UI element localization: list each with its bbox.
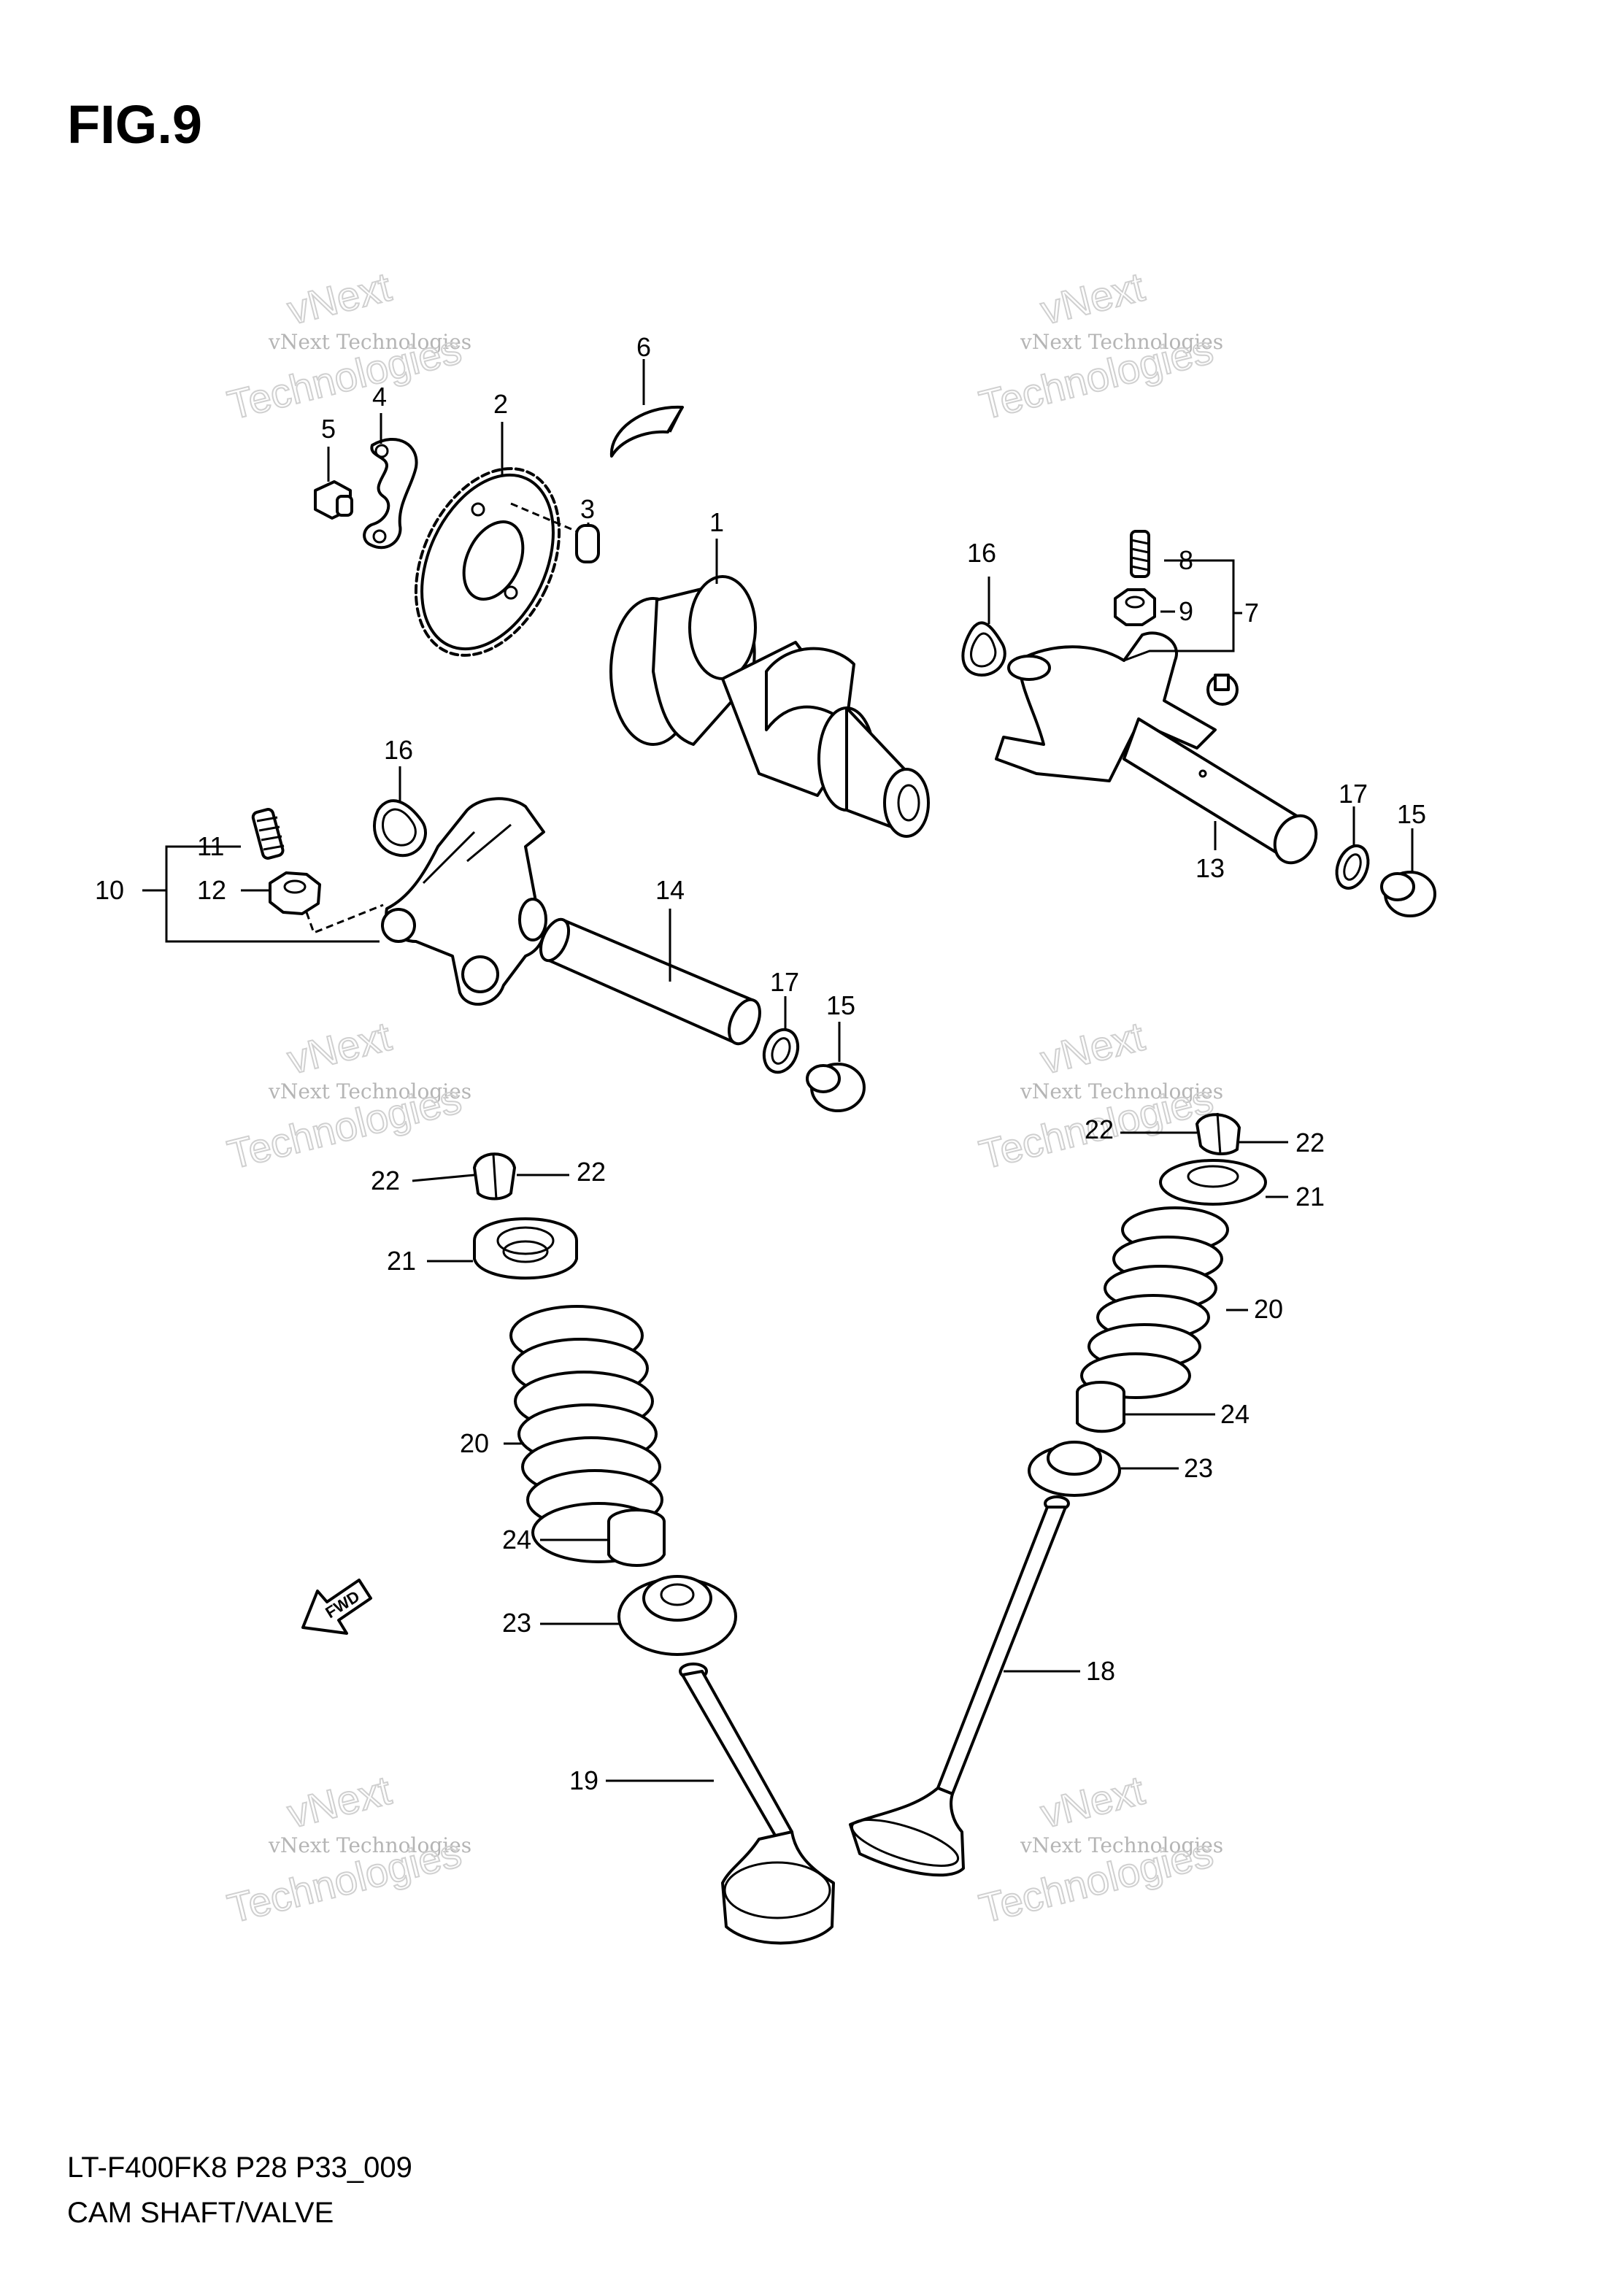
callout-10: 10: [95, 875, 124, 905]
fwd-arrow-icon: FWD: [301, 1579, 372, 1635]
watermark-small-text: vNext Technologies: [268, 1833, 471, 1857]
callout-2: 2: [493, 389, 508, 419]
callout-12: 12: [197, 875, 226, 905]
callout-16-left: 16: [384, 735, 413, 765]
part-5-bolt: [314, 480, 353, 520]
model-code-footer: LT-F400FK8 P28 P33_009: [67, 2151, 412, 2184]
callout-22-right-b: 22: [1295, 1128, 1325, 1157]
part-7-rocker-arm: [995, 631, 1239, 782]
callout-8: 8: [1179, 545, 1193, 575]
callout-23-left: 23: [502, 1608, 531, 1638]
callout-22-left-a: 22: [371, 1166, 400, 1195]
callout-22-left-b: 22: [577, 1157, 606, 1187]
watermark-top-right: vNext Technologies vNext Technologies: [974, 263, 1223, 429]
watermark-small-text: vNext Technologies: [268, 1079, 471, 1103]
part-23-spring-seat-right: [1028, 1441, 1121, 1497]
part-3-dowel-pin: [510, 502, 600, 563]
watermark-word: vNext: [1036, 263, 1150, 334]
callout-21-left: 21: [387, 1246, 416, 1276]
part-15-plug-left: [806, 1063, 866, 1112]
part-11-adjusting-screw: [251, 808, 285, 860]
watermark-bottom-left: vNext Technologies vNext Technologies: [223, 1766, 471, 1933]
part-18-exhaust-valve: [849, 1495, 1070, 1877]
part-10-rocker-arm: [381, 797, 547, 1006]
part-16-o-ring-left: [373, 799, 427, 858]
watermark-mid-left: vNext Technologies vNext Technologies: [223, 1012, 471, 1179]
callout-18: 18: [1086, 1656, 1115, 1686]
callout-13: 13: [1195, 853, 1225, 883]
callout-7: 7: [1244, 598, 1259, 628]
part-22-cotter-left: [473, 1152, 516, 1201]
callout-22-right-a: 22: [1085, 1114, 1114, 1144]
callout-20-left: 20: [460, 1428, 489, 1458]
part-13-rocker-shaft: [1123, 717, 1318, 865]
part-6-c-ring: [609, 405, 684, 458]
callout-21-right: 21: [1295, 1182, 1325, 1211]
watermark-small-text: vNext Technologies: [1020, 330, 1223, 354]
part-24-stem-seal-left: [607, 1509, 666, 1567]
part-17-o-ring-left: [762, 1028, 800, 1074]
part-22-cotter-right: [1195, 1112, 1241, 1155]
callout-23-right: 23: [1184, 1453, 1213, 1483]
part-19-intake-valve: [679, 1663, 835, 1945]
part-1-camshaft: [609, 575, 930, 838]
watermark-bottom-right: vNext Technologies vNext Technologies: [974, 1766, 1223, 1933]
callout-17-right: 17: [1339, 779, 1368, 809]
watermark-word: vNext: [1036, 1013, 1150, 1083]
callout-11: 11: [197, 831, 224, 861]
watermark-word: vNext: [283, 1767, 396, 1837]
callout-24-right: 24: [1220, 1399, 1250, 1429]
callout-4: 4: [372, 382, 387, 412]
part-15-plug-right: [1380, 871, 1436, 917]
callout-16-right: 16: [967, 538, 996, 568]
callout-3: 3: [580, 494, 595, 524]
watermark-small-text: vNext Technologies: [1020, 1833, 1223, 1857]
watermark-word: vNext: [283, 1013, 396, 1083]
part-14-rocker-shaft: [539, 917, 761, 1046]
part-9-lock-nut: [1114, 588, 1156, 626]
callout-6: 6: [636, 332, 651, 362]
callout-14: 14: [655, 875, 685, 905]
watermark-small-text: vNext Technologies: [268, 330, 471, 354]
part-21-retainer-left: [473, 1217, 578, 1280]
callout-labels: 6 4 2 5 3 1 16 8 9 7 13 17 15 16 11 10 1…: [95, 332, 1426, 1795]
callout-15-left: 15: [826, 990, 855, 1020]
section-name-footer: CAM SHAFT/VALVE: [67, 2197, 334, 2229]
part-21-retainer-right: [1159, 1159, 1267, 1206]
callout-1: 1: [709, 507, 724, 537]
callout-24-left: 24: [502, 1525, 531, 1555]
callout-5: 5: [321, 414, 336, 444]
part-23-spring-seat-left: [617, 1575, 737, 1656]
figure-title: FIG.9: [67, 94, 203, 155]
part-4-lock-plate: [363, 437, 418, 550]
part-17-o-ring-right: [1335, 844, 1370, 890]
callout-19: 19: [569, 1765, 598, 1795]
part-20-spring-right: [1080, 1206, 1229, 1399]
callout-15-right: 15: [1397, 799, 1426, 829]
watermark-word: vNext: [283, 263, 396, 334]
callout-20-right: 20: [1254, 1294, 1283, 1324]
watermark-top-left: vNext Technologies vNext Technologies: [223, 263, 471, 429]
part-8-adjusting-screw: [1130, 530, 1150, 578]
part-2-cam-sprocket: [414, 467, 561, 657]
watermark-mid-right: vNext Technologies vNext Technologies: [974, 1012, 1223, 1179]
callout-17-left: 17: [770, 967, 799, 997]
part-24-stem-seal-right: [1076, 1381, 1125, 1433]
watermark-small-text: vNext Technologies: [1020, 1079, 1223, 1103]
watermark-word: vNext: [1036, 1767, 1150, 1837]
callout-9: 9: [1179, 596, 1193, 626]
leader-lines: [142, 359, 1414, 1782]
part-12-lock-nut: [269, 871, 321, 915]
part-16-o-ring-right: [961, 621, 1006, 677]
